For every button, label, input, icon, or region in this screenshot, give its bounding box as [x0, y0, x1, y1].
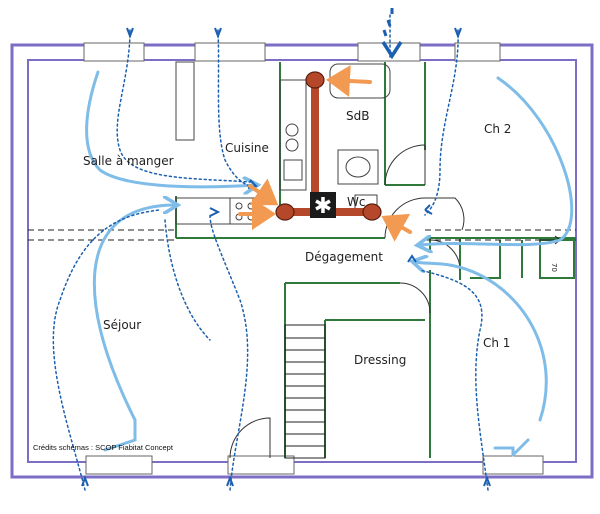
air-flow-paths [85, 70, 574, 457]
label-sejour: Séjour [103, 318, 141, 332]
closet-label: 70 [550, 263, 558, 272]
credit-text: Crédits schémas : SCOP Fiabitat Concept [33, 443, 174, 452]
doors [229, 144, 465, 459]
svg-text:✱: ✱ [314, 194, 332, 219]
label-ch1: Ch 1 [483, 336, 510, 350]
extract-vent-icons [275, 71, 382, 221]
label-cuisine: Cuisine [225, 141, 269, 155]
label-ch2: Ch 2 [484, 122, 511, 136]
outer-walls [10, 43, 594, 479]
windows [83, 42, 544, 475]
label-sdb: SdB [346, 109, 369, 123]
extract-arrows [238, 65, 412, 242]
label-degagement: Dégagement [305, 250, 383, 264]
label-salle-a-manger: Salle à manger [83, 154, 174, 168]
infiltration-lines [52, 14, 489, 491]
label-dressing: Dressing [354, 353, 406, 367]
staircase [284, 324, 326, 459]
bathroom-fixtures [329, 63, 391, 214]
room-labels: Salle à manger Cuisine SdB Ch 2 Wc Dégag… [83, 109, 511, 367]
label-wc: Wc [347, 195, 365, 209]
vmc-fan-icon: ✱ [310, 192, 336, 219]
vent-dashed-icon [381, 8, 403, 60]
